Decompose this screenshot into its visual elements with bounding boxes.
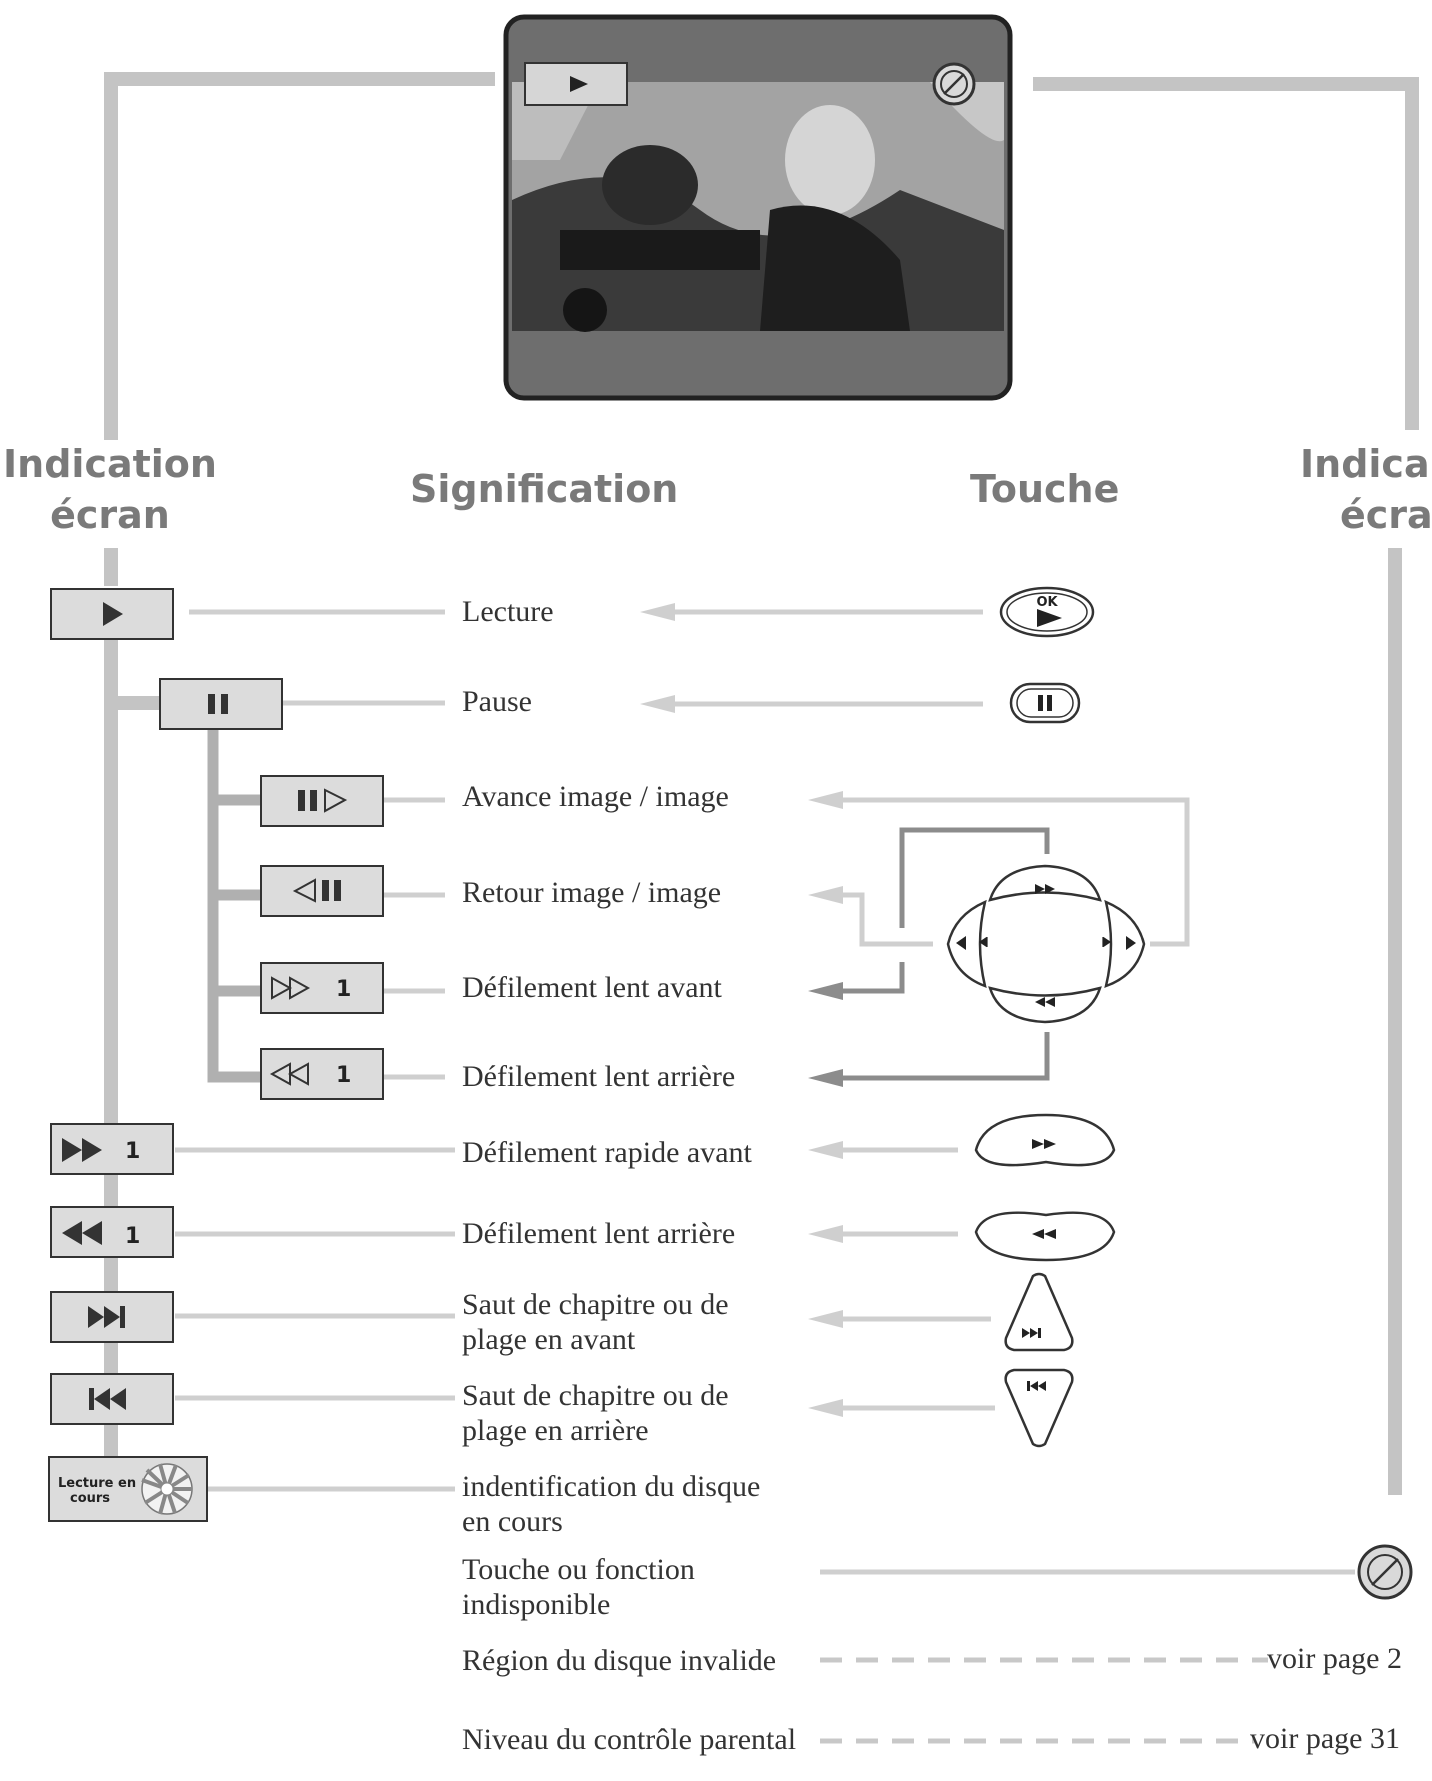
disc-label-line1: Lecture en [58,1476,136,1491]
arrow-retour [808,886,933,947]
box-frame-reverse [260,865,384,917]
arrow-lent-arriere [808,1032,1050,1087]
frame-reverse-icon [292,878,341,903]
label-region: Région du disque invalide [462,1644,776,1677]
previous-chapter-button[interactable] [1004,1368,1074,1448]
fast-forward-button[interactable] [974,1113,1116,1167]
label-saut-avant-line1: Saut de chapitre ou de [462,1288,729,1321]
header-indication-line1: Indication [3,442,217,486]
fast-reverse-count: 1 [125,1224,140,1249]
pad-left-frame-reverse-button[interactable] [946,899,988,988]
fast-forward-count: 1 [125,1139,140,1164]
pad-up-fast-forward-button[interactable] [988,864,1102,902]
pad-down-fast-reverse-button[interactable] [988,986,1102,1024]
box-fast-forward: 1 [50,1123,174,1175]
label-lent-arriere: Défilement lent arrière [462,1060,735,1093]
play-icon [570,76,588,92]
box-next-chapter [50,1291,174,1343]
header-indication-right-line1: Indica [1300,442,1430,486]
box-pause [159,678,283,730]
fast-reverse-button[interactable] [974,1211,1116,1262]
arrow-lecture [640,603,983,621]
label-saut-arriere-line2: plage en arrière [462,1414,649,1447]
label-disque-line1: indentification du disque [462,1470,760,1503]
label-retour: Retour image / image [462,876,721,909]
label-disque-line2: en cours [462,1505,563,1538]
connector-lines [175,609,455,1492]
slow-forward-count: 1 [336,977,351,1002]
pad-right-frame-advance-button[interactable] [1102,899,1146,988]
box-fast-reverse: 1 [50,1206,174,1258]
ref-parental: voir page 31 [1250,1722,1400,1755]
box-previous-chapter [50,1373,174,1425]
label-lecture: Lecture [462,595,554,628]
tv-screen [503,14,1013,401]
fast-reverse-icon [62,1221,102,1245]
fast-forward-icon [62,1138,102,1162]
header-touche: Touche [970,467,1119,511]
slow-forward-icon [271,976,311,1000]
frame-advance-icon [298,788,348,813]
label-pause: Pause [462,685,532,718]
label-rapide-arriere: Défilement lent arrière [462,1217,735,1250]
disc-icon [141,1463,193,1515]
ref-region: voir page 2 [1267,1642,1402,1675]
label-saut-avant-line2: plage en avant [462,1323,636,1356]
box-frame-advance [260,775,384,827]
box-slow-forward: 1 [260,962,384,1014]
label-parental: Niveau du contrôle parental [462,1723,796,1756]
arrow-saut-avant [808,1310,991,1328]
label-lent-avant: Défilement lent avant [462,971,723,1004]
header-signification: Signification [410,467,678,511]
arrow-rapide-avant [808,1141,958,1159]
header-indication-right-line2: écra [1340,493,1432,537]
arrow-avance [808,791,1190,947]
arrow-pause [640,695,983,713]
ok-play-button[interactable]: OK [999,586,1095,638]
disc-label-line2: cours [70,1491,110,1506]
pause-button[interactable] [1009,682,1081,724]
arrow-lent-avant [808,827,1050,1000]
direction-pad[interactable] [946,864,1146,1024]
arrow-saut-arriere [808,1399,995,1417]
fast-forward-icon [1032,1139,1056,1149]
arrows [640,603,1355,1744]
label-saut-arriere-line1: Saut de chapitre ou de [462,1379,729,1412]
play-icon [103,602,123,626]
play-icon [1037,609,1062,627]
pause-icon [1038,695,1043,711]
film-scene-image [512,82,1004,332]
box-play [50,588,174,640]
previous-chapter-icon [89,1388,126,1410]
slow-reverse-icon [269,1062,309,1086]
prohibited-icon [932,62,976,106]
label-avance: Avance image / image [462,780,729,813]
label-indispo-line2: indisponible [462,1588,610,1621]
arrow-rapide-arriere [808,1225,958,1243]
ok-label: OK [1036,595,1058,610]
previous-chapter-icon [1027,1381,1030,1391]
prohibited-icon [1357,1544,1413,1600]
box-slow-reverse: 1 [260,1048,384,1100]
top-frame [104,72,1419,440]
label-indispo-line1: Touche ou fonction [462,1553,695,1586]
left-tree [104,548,1402,1495]
next-chapter-icon [1022,1328,1038,1338]
slow-reverse-count: 1 [336,1063,351,1088]
header-indication-line2: écran [50,493,170,537]
box-disc-reading: Lecture en cours [48,1456,208,1522]
fast-reverse-icon [1032,1229,1056,1239]
pause-icon [208,694,228,714]
next-chapter-icon [88,1306,125,1328]
signification-labels: Lecture Pause Avance image / image Retou… [462,595,796,1756]
next-chapter-button[interactable] [1004,1272,1074,1352]
label-rapide-avant: Défilement rapide avant [462,1136,753,1169]
